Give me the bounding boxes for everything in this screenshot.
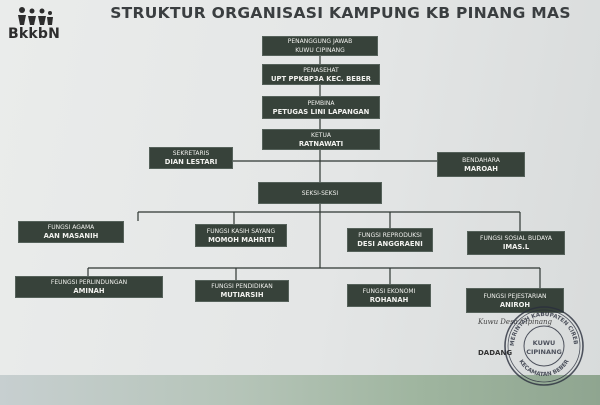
name-label: DIAN LESTARI bbox=[164, 158, 218, 166]
box-penasehat: PENASEHAT UPT PPKBP3A KEC. BEBER bbox=[262, 64, 380, 85]
background-surface bbox=[0, 375, 600, 405]
name-label: MOMOH MAHRITI bbox=[208, 235, 274, 244]
chart-title: STRUKTUR ORGANISASI KAMPUNG KB PINANG MA… bbox=[110, 4, 571, 22]
family-figures-icon bbox=[18, 7, 53, 25]
role-label: FUNGSI REPRODUKSI bbox=[358, 232, 422, 239]
role-label: FUNGSI EKONOMI bbox=[362, 287, 416, 295]
box-ketua: KETUA RATNAWATI bbox=[262, 129, 380, 150]
box-penanggung-jawab: PENANGGUNG JAWAB KUWU CIPINANG bbox=[262, 36, 378, 56]
box-bendahara: BENDAHARA MAROAH bbox=[437, 152, 525, 177]
box-seksi-seksi: SEKSI-SEKSI bbox=[258, 182, 382, 204]
role-label: FEUNGSI PERLINDUNGAN bbox=[50, 279, 128, 286]
role-label: FUNGSI SOSIAL BUDAYA bbox=[480, 235, 552, 242]
role-label: PENASEHAT bbox=[303, 66, 339, 74]
name-label: UPT PPKBP3A KEC. BEBER bbox=[271, 74, 371, 83]
role-label: SEKRETARIS bbox=[172, 150, 210, 157]
official-stamp: PEMERINTAH KABUPATEN CIREBON KECAMATAN B… bbox=[502, 304, 584, 386]
stamp-center-top: KUWU bbox=[533, 339, 556, 347]
svg-text:KECAMATAN BEBER: KECAMATAN BEBER bbox=[517, 358, 571, 378]
role-label: BENDAHARA bbox=[462, 156, 500, 164]
signature-title: Kuwu Desa Cipinang bbox=[478, 318, 553, 326]
role-label: FUNGSI PEJESTARIAN bbox=[483, 292, 547, 300]
bkkbn-logo: BkkbN bbox=[8, 6, 60, 48]
box-fungsi-perlindungan: FEUNGSI PERLINDUNGAN AMINAH bbox=[15, 276, 163, 298]
box-fungsi-pelestarian: FUNGSI PEJESTARIAN ANIROH bbox=[466, 288, 564, 313]
box-pembina: PEMBINA PETUGAS LINI LAPANGAN bbox=[262, 96, 380, 119]
box-fungsi-agama: FUNGSI AGAMA AAN MASANIH bbox=[18, 221, 124, 243]
name-label: RATNAWATI bbox=[298, 139, 344, 148]
box-fungsi-ekonomi: FUNGSI EKONOMI ROHANAH bbox=[347, 284, 431, 307]
role-label: SEKSI-SEKSI bbox=[301, 189, 339, 197]
box-fungsi-pendidikan: FUNGSI PENDIDIKAN MUTIARSIH bbox=[195, 280, 289, 302]
name-label: AAN MASANIH bbox=[43, 232, 99, 240]
role-label: KETUA bbox=[311, 131, 331, 139]
name-label: PETUGAS LINI LAPANGAN bbox=[272, 107, 370, 116]
role-label: PEMBINA bbox=[307, 99, 335, 107]
name-label: DESI ANGGRAENI bbox=[357, 240, 423, 248]
name-label: IMAS.L bbox=[502, 243, 530, 251]
role-label: PENANGGUNG JAWAB bbox=[287, 38, 353, 45]
role-label: FUNGSI AGAMA bbox=[47, 224, 95, 231]
box-sekretaris: SEKRETARIS DIAN LESTARI bbox=[149, 147, 233, 169]
box-fungsi-sosial-budaya: FUNGSI SOSIAL BUDAYA IMAS.L bbox=[467, 231, 565, 255]
role-label: FUNGSI KASIH SAYANG bbox=[206, 227, 276, 235]
name-label: ANIROH bbox=[499, 300, 531, 309]
name-label: MAROAH bbox=[464, 164, 498, 173]
stamp-bottom-text: KECAMATAN BEBER bbox=[517, 358, 571, 378]
box-fungsi-reproduksi: FUNGSI REPRODUKSI DESI ANGGRAENI bbox=[347, 228, 433, 252]
name-label: AMINAH bbox=[73, 287, 105, 295]
box-fungsi-kasih-sayang: FUNGSI KASIH SAYANG MOMOH MAHRITI bbox=[195, 224, 287, 247]
name-label: KUWU CIPINANG bbox=[295, 47, 345, 54]
signature-name: DADANG bbox=[478, 349, 513, 357]
name-label: ROHANAH bbox=[369, 295, 409, 304]
stamp-center-bottom: CIPINANG bbox=[526, 348, 562, 356]
role-label: FUNGSI PENDIDIKAN bbox=[211, 283, 273, 290]
name-label: MUTIARSIH bbox=[220, 291, 264, 299]
logo-text: BkkbN bbox=[8, 26, 61, 42]
